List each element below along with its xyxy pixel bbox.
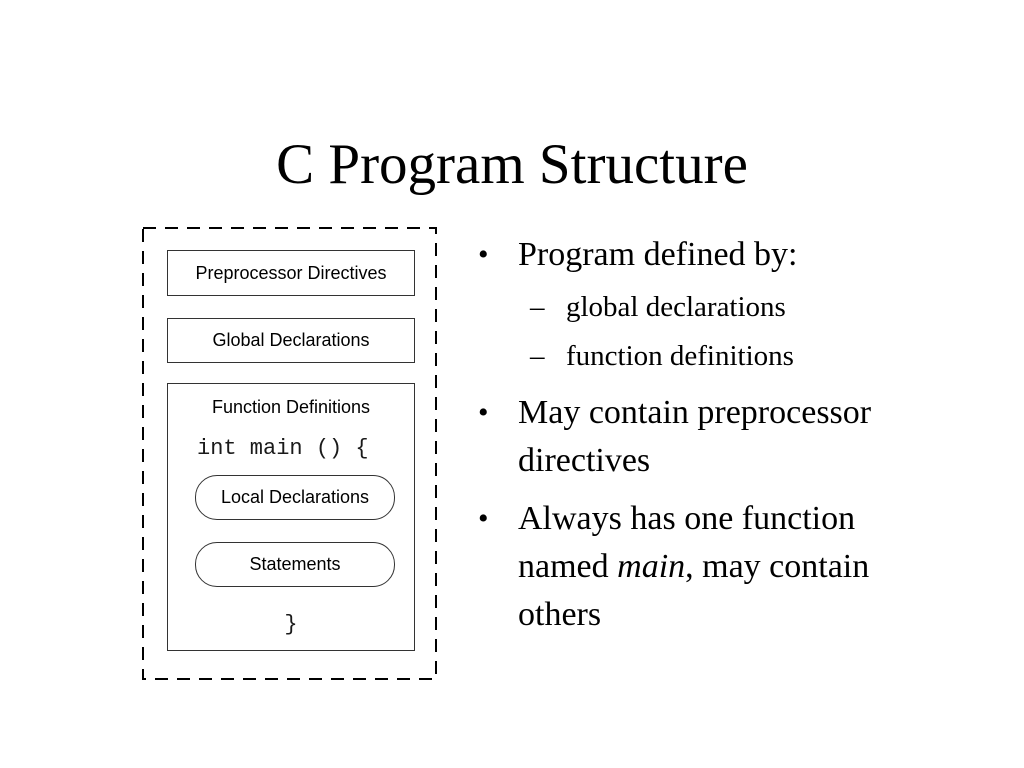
bullet-text-pre: Always has one function named [518, 500, 856, 585]
global-declarations-label: Global Declarations [212, 330, 370, 350]
bullet-text-main-italic: main [617, 548, 686, 585]
dash-icon: – [530, 291, 545, 323]
statements-pill: Statements [195, 542, 395, 587]
local-declarations-label: Local Declarations [220, 487, 370, 507]
preprocessor-directives-label: Preprocessor Directives [195, 262, 387, 283]
bullet-icon: • [478, 502, 489, 535]
program-dashed-boundary [142, 227, 437, 680]
sub-bullet-text: global declarations [566, 291, 786, 323]
bullet-may-contain-preprocessor: • May contain preprocessor directives [478, 389, 956, 485]
sub-bullet-list: – global declarations – function definit… [478, 283, 956, 381]
bullet-list: • Program defined by: – global declarati… [478, 231, 956, 639]
sub-bullet-text: function definitions [566, 340, 794, 372]
global-declarations-box: Global Declarations [167, 318, 415, 363]
bullet-always-has-main: • Always has one function named main, ma… [478, 495, 956, 639]
local-declarations-pill: Local Declarations [195, 475, 395, 520]
bullet-icon: • [478, 396, 489, 429]
code-main-open: int main () { [197, 436, 369, 461]
sub-bullet-function-definitions: – function definitions [478, 332, 956, 381]
function-definitions-box: Function Definitions int main () { Local… [167, 383, 415, 651]
preprocessor-directives-box: Preprocessor Directives [167, 250, 415, 296]
slide-title: C Program Structure [276, 133, 748, 197]
bullet-text: May contain preprocessor directives [518, 394, 872, 479]
sub-bullet-global-declarations: – global declarations [478, 283, 956, 332]
bullet-text: Program defined by: [518, 236, 798, 273]
bullet-text-post: , may contain others [518, 548, 870, 633]
code-close-brace: } [284, 612, 298, 637]
bullet-text: Always has one function named main, may … [518, 495, 869, 639]
function-definitions-label: Function Definitions [211, 397, 371, 417]
statements-label: Statements [249, 554, 341, 574]
bullet-program-defined-by: • Program defined by: [478, 231, 956, 279]
bullet-icon: • [478, 238, 489, 271]
dash-icon: – [530, 340, 545, 372]
